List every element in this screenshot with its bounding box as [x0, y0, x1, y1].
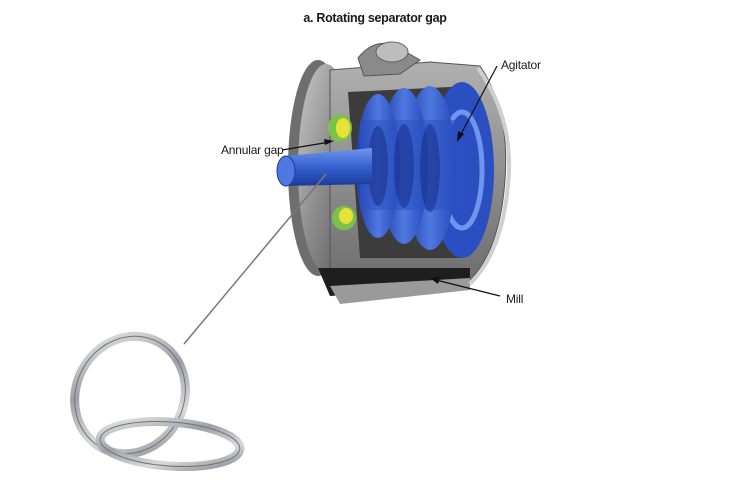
separator-ring-1 — [54, 317, 206, 474]
seal-lower-yellow — [339, 208, 353, 224]
agitator-disc-3-hole — [420, 124, 440, 212]
seal-upper-yellow — [336, 118, 350, 138]
mill-label: Mill — [506, 292, 523, 306]
separator-rings-detail — [54, 317, 241, 474]
agitator-disc-2-hole — [394, 124, 414, 208]
agitator-assembly — [356, 82, 494, 258]
shaft-end — [277, 156, 295, 186]
agitator-label: Agitator — [501, 58, 541, 72]
top-fitting-port — [376, 42, 408, 62]
annular-gap-label: Annular gap — [221, 143, 284, 157]
